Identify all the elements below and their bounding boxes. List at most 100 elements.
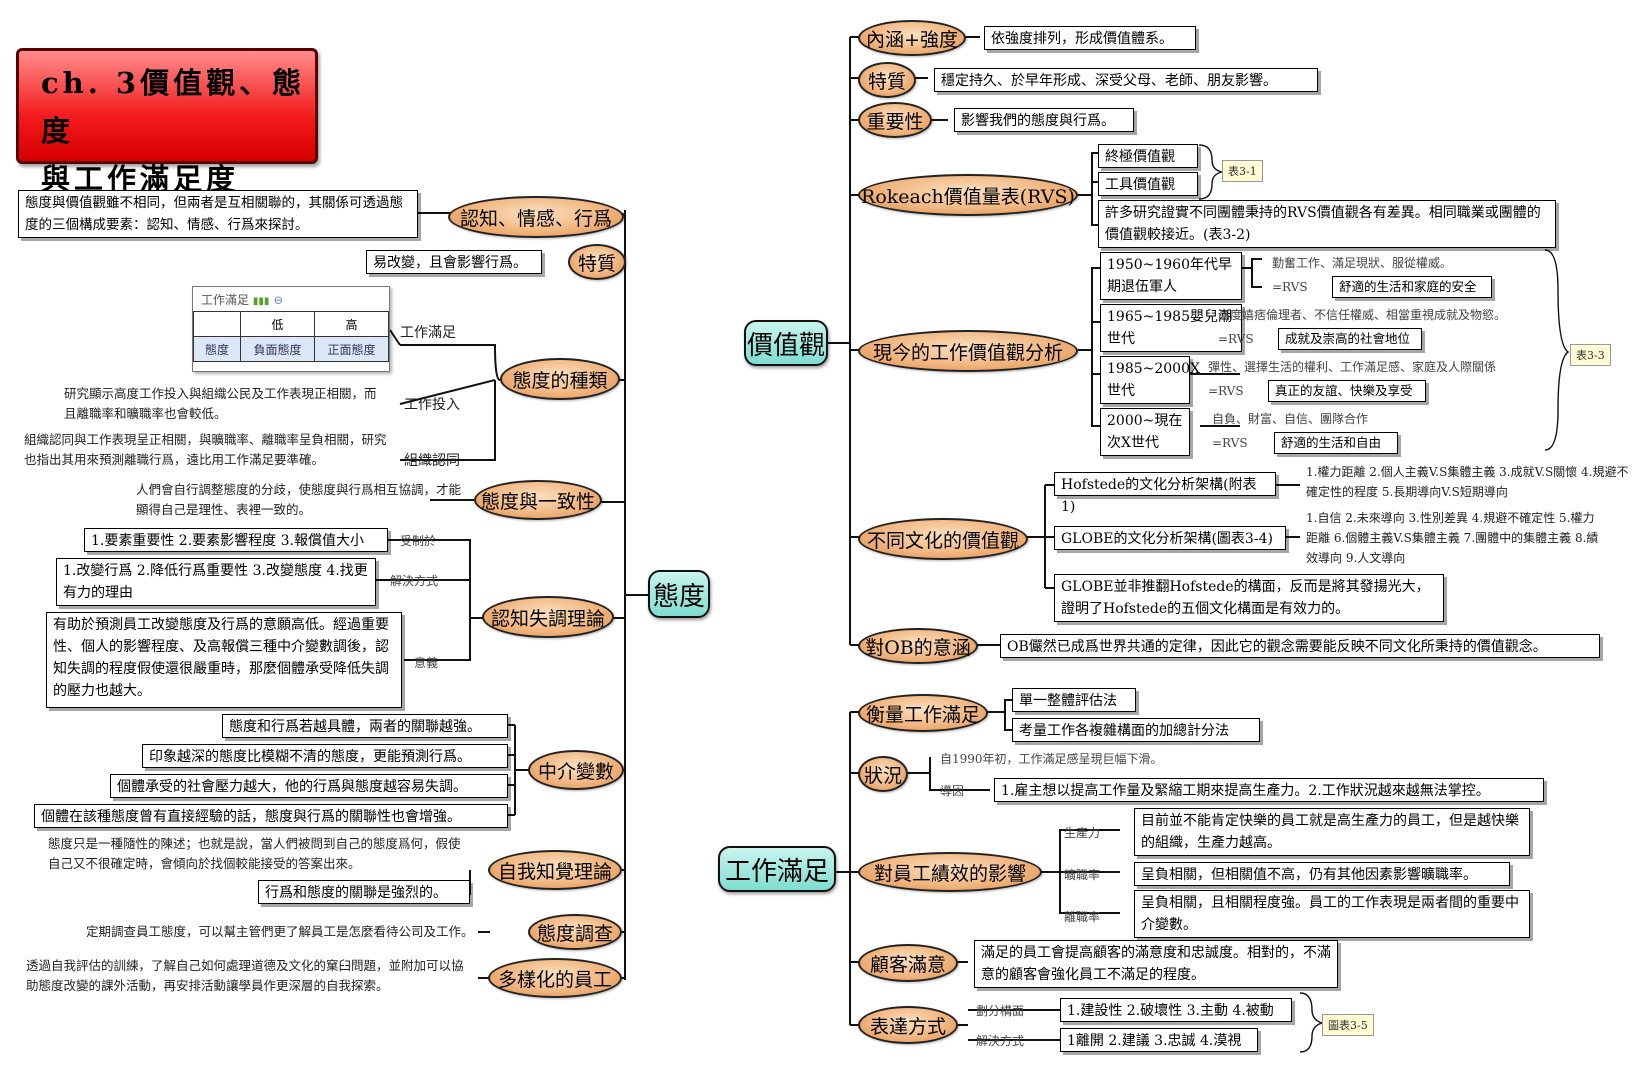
table-low-value: 負面態度 [240, 336, 315, 362]
rvs-terminal[interactable]: 終極價值觀 [1098, 144, 1198, 168]
self-perception-note: 態度只是一種隨性的陳述；也就是說，當人們被問到自己的態度爲何，假使自己又不很確定… [48, 836, 461, 871]
identification-note: 組織認同與工作表現呈正相關，與曠職率、離職率呈負相關，研究也指出其用來預測離職行… [24, 432, 387, 467]
node-status[interactable]: 狀況 [858, 756, 908, 792]
customer-text: 滿足的員工會提高顧客的滿意度和忠誠度。相對的，不滿意的顧客會強化員工不滿足的程度… [974, 940, 1338, 988]
node-customer[interactable]: 顧客滿意 [858, 944, 958, 982]
node-importance[interactable]: 重要性 [858, 102, 932, 138]
mediator-item-3: 個體承受的社會壓力越大，他的行爲與態度越容易失調。 [110, 774, 508, 798]
generation-1-name[interactable]: 1950~1960年代早期退伍軍人 [1100, 252, 1242, 300]
status-cause-label[interactable]: 導因 [940, 784, 965, 798]
node-self-perception[interactable]: 自我知覺理論 [488, 850, 622, 890]
title-card: ch. 3價值觀、態度 與工作滿足度 [16, 48, 318, 196]
generation-2-traits: 高度嬉痞倫理者、不信任權威、相當重視成就及物慾。 [1218, 308, 1507, 322]
measure-item-2: 考量工作各複雜構面的加總計分法 [1012, 718, 1260, 742]
collapse-icon[interactable]: ⊖ [273, 293, 284, 307]
node-attitude-trait[interactable]: 特質 [568, 244, 626, 280]
types-org-identification[interactable]: 組織認同 [404, 453, 460, 469]
node-expression[interactable]: 表達方式 [858, 1006, 958, 1044]
rvs-tag[interactable]: 表3-1 [1222, 160, 1263, 182]
performance-absence-text: 呈負相關，但相關值不高，仍有其他因素影響曠職率。 [1134, 862, 1510, 886]
node-dissonance[interactable]: 認知失調理論 [482, 596, 614, 638]
performance-productivity-text: 目前並不能肯定快樂的員工就是高生產力的員工，但是越快樂的組織，生產力越高。 [1134, 808, 1530, 856]
culture-globe-text: 1.自信 2.未來導向 3.性別差異 4.規避不確定性 5.權力距離 6.個體主… [1306, 511, 1599, 565]
current-values-tag[interactable]: 表3-3 [1570, 344, 1611, 366]
node-cognition[interactable]: 認知、情感、行爲 [448, 196, 624, 238]
center-node-values[interactable]: 價值觀 [744, 320, 828, 366]
node-culture[interactable]: 不同文化的價值觀 [858, 518, 1028, 560]
chart-icon: ▮▮▮ [252, 296, 270, 307]
rvs-text: 許多研究證實不同團體秉持的RVS價值觀各有差異。相同職業或團體的價值觀較接近。(… [1098, 200, 1556, 248]
table-col-high: 高 [314, 311, 389, 337]
status-cause-text: 1.雇主想以提高工作量及緊縮工期來提高生產力。2.工作狀況越來越無法掌控。 [994, 778, 1544, 802]
dissonance-limited-label[interactable]: 受制於 [400, 534, 437, 548]
expression-tag[interactable]: 圖表3-5 [1322, 1014, 1374, 1036]
survey-text: 定期調查員工態度，可以幫主管們更了解員工是怎麼看待公司及工作。 [86, 924, 474, 939]
node-values-trait[interactable]: 特質 [858, 62, 916, 98]
expression-dimension-text: 1.建設性 2.破壞性 3.主動 4.被動 [1060, 998, 1292, 1022]
node-measure[interactable]: 衡量工作滿足 [858, 694, 988, 732]
performance-productivity-label[interactable]: 生產力 [1064, 826, 1101, 840]
node-attitude-types[interactable]: 態度的種類 [500, 358, 620, 400]
table-caption-row: 工作滿足 ▮▮▮ ⊖ [193, 287, 389, 311]
culture-globe[interactable]: GLOBE的文化分析架構(圖表3-4) [1054, 526, 1286, 550]
dissonance-solution-text: 1.改變行爲 2.降低行爲重要性 3.改變態度 4.找更有力的理由 [56, 558, 376, 606]
table-caption: 工作滿足 [201, 293, 250, 307]
node-current-values[interactable]: 現今的工作價值觀分析 [858, 330, 1078, 372]
mediator-item-4: 個體在該種態度曾有直接經驗的話，態度與行爲的關聯性也會增強。 [34, 804, 508, 828]
performance-turnover-text: 呈負相關，且相關程度強。員工的工作表現是兩者間的重要中介變數。 [1134, 890, 1530, 938]
table-row-label: 態度 [193, 336, 241, 362]
expression-solution-label[interactable]: 解決方式 [976, 1034, 1025, 1048]
generation-4-value: 舒適的生活和自由 [1274, 432, 1398, 454]
mediator-item-1: 態度和行爲若越具體，兩者的關聯越強。 [222, 714, 508, 738]
table-high-value: 正面態度 [314, 336, 389, 362]
ob-text: OB儼然已成爲世界共通的定律，因此它的觀念需要能反映不同文化所秉持的價值觀念。 [1000, 634, 1600, 658]
generation-3-traits: 彈性、選擇生活的權利、工作滿足感、家庭及人際關係 [1208, 360, 1497, 374]
generation-2-rvs: =RVS [1218, 332, 1254, 346]
dissonance-meaning-label[interactable]: 意義 [414, 656, 439, 670]
expression-solution-text: 1離開 2.建議 3.忠誠 4.漠視 [1060, 1028, 1258, 1052]
node-mediator[interactable]: 中介變數 [528, 750, 624, 790]
center-node-attitude[interactable]: 態度 [648, 570, 710, 618]
table-grid: 低 高 態度 負面態度 正面態度 [193, 311, 389, 362]
performance-turnover-label[interactable]: 離職率 [1064, 910, 1101, 924]
node-diversity[interactable]: 多樣化的員工 [488, 958, 622, 998]
node-survey[interactable]: 態度調查 [528, 914, 622, 950]
consistency-text: 人們會自行調整態度的分歧，使態度與行爲相互協調，才能顯得自己是理性、表裡一致的。 [136, 482, 462, 517]
node-connotation[interactable]: 內涵+強度 [858, 20, 966, 56]
dissonance-meaning-text: 有助於預測員工改變態度及行爲的意願高低。經過重要性、個人的影響程度、及高報償三種… [46, 612, 402, 708]
node-consistency[interactable]: 態度與一致性 [474, 480, 602, 520]
performance-absence-label[interactable]: 曠職率 [1064, 868, 1101, 882]
title-line1: ch. 3價值觀、態度 [41, 66, 306, 148]
involvement-note: 研究顯示高度工作投入與組織公民及工作表現正相關，而且離職率和曠職率也會較低。 [64, 386, 377, 421]
node-performance[interactable]: 對員工績效的影響 [858, 852, 1042, 892]
table-col-low: 低 [240, 311, 315, 337]
attitude-trait-text: 易改變，且會影響行爲。 [366, 250, 542, 274]
types-job-satisfaction[interactable]: 工作滿足 [400, 325, 456, 341]
node-ob[interactable]: 對OB的意涵 [858, 628, 978, 664]
connotation-text: 依強度排列，形成價值體系。 [984, 26, 1196, 50]
node-rvs[interactable]: Rokeach價值量表(RVS) [858, 174, 1078, 216]
table-corner [193, 311, 241, 337]
generation-1-value: 舒適的生活和家庭的安全 [1332, 276, 1492, 298]
types-job-involvement[interactable]: 工作投入 [404, 397, 460, 413]
cognition-text: 態度與價值觀雖不相同，但兩者是互相關聯的，其關係可透過態度的三個構成要素：認知、… [18, 190, 418, 238]
culture-globe-note: GLOBE並非推翻Hofstede的構面，反而是將其發揚光大，證明了Hofste… [1054, 574, 1444, 622]
culture-hofstede-text: 1.權力距離 2.個人主義V.S集體主義 3.成就V.S關懷 4.規避不確定性的… [1306, 465, 1629, 499]
generation-2-value: 成就及崇高的社會地位 [1278, 328, 1422, 350]
center-node-satisfaction[interactable]: 工作滿足 [718, 846, 836, 892]
diversity-text: 透過自我評估的訓練，了解自己如何處理道德及文化的窠臼問題，並附加可以協助態度改變… [26, 958, 464, 993]
generation-1-rvs: =RVS [1272, 280, 1308, 294]
generation-4-name[interactable]: 2000~現在次X世代 [1100, 408, 1190, 456]
dissonance-limited-text: 1.要素重要性 2.要素影響程度 3.報償值大小 [84, 528, 388, 552]
self-perception-text: 行爲和態度的關聯是強烈的。 [258, 880, 470, 904]
expression-dimension-label[interactable]: 劃分構面 [976, 1004, 1025, 1018]
generation-2-name[interactable]: 1965~1985嬰兒潮世代 [1100, 304, 1242, 352]
generation-4-rvs: =RVS [1212, 436, 1248, 450]
rvs-instrumental[interactable]: 工具價值觀 [1098, 172, 1198, 196]
generation-1-traits: 勤奮工作、滿足現狀、服從權威。 [1272, 256, 1453, 270]
dissonance-solution-label[interactable]: 解決方式 [390, 574, 439, 588]
importance-text: 影響我們的態度與行爲。 [954, 108, 1134, 132]
generation-3-name[interactable]: 1985~2000X世代 [1100, 356, 1200, 404]
mediator-item-2: 印象越深的態度比模糊不清的態度，更能預測行爲。 [142, 744, 508, 768]
culture-hofstede[interactable]: Hofstede的文化分析架構(附表1) [1054, 472, 1276, 515]
